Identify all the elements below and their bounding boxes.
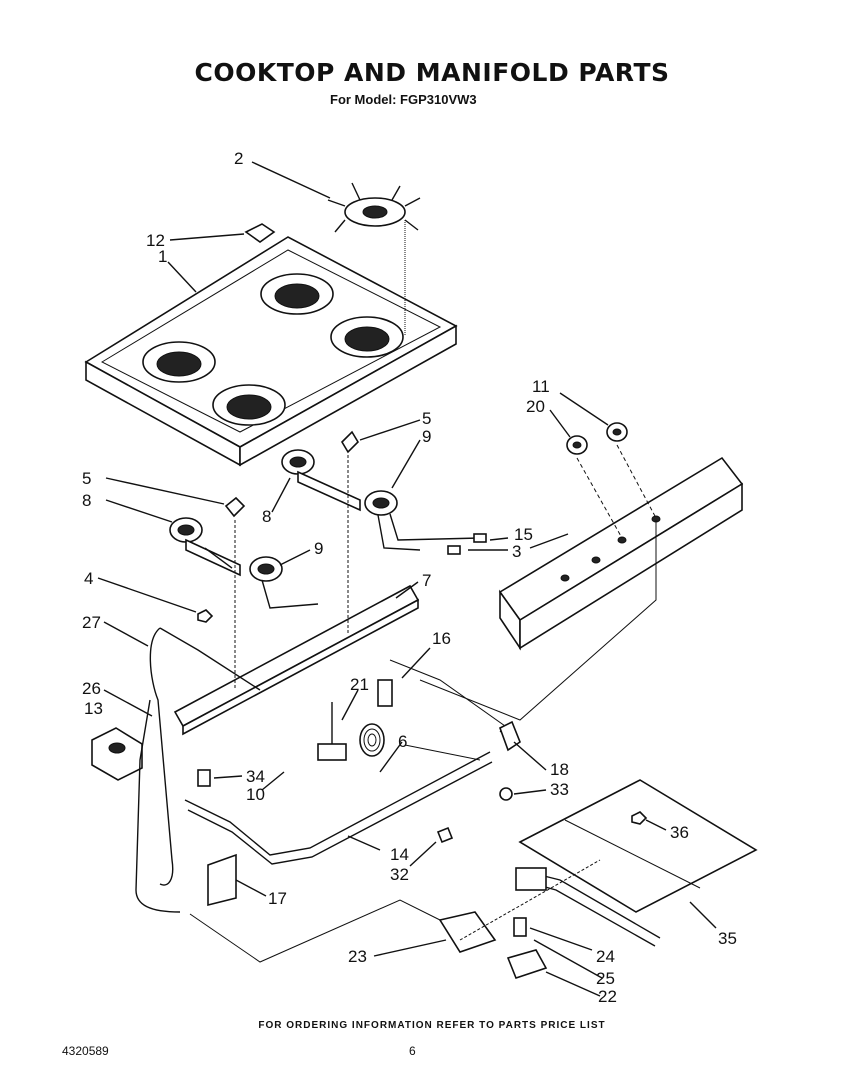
callout-33: 33	[550, 780, 569, 799]
callout-6: 6	[398, 732, 407, 751]
callout-27: 27	[82, 613, 101, 632]
part-8-burner-left	[169, 517, 241, 577]
part-17-bracket	[207, 853, 237, 907]
callout-32: 32	[390, 865, 409, 884]
part-5-bracket-right	[340, 430, 360, 454]
callout-5-right: 5	[422, 409, 431, 428]
part-21-valve	[317, 702, 347, 761]
callout-36: 36	[670, 823, 689, 842]
callout-34: 34	[246, 767, 265, 786]
callout-1: 1	[158, 247, 167, 266]
callout-25: 25	[596, 969, 615, 988]
part-20-knob	[566, 435, 588, 455]
callout-3: 3	[512, 542, 521, 561]
callout-labels: 1 2 3 4 5 5 6 7 8 8 9 9 10 11 12 13 14 1…	[82, 149, 737, 1006]
part-3-orifices	[447, 533, 487, 555]
page-title: COOKTOP AND MANIFOLD PARTS	[194, 58, 670, 87]
part-36-nut	[631, 811, 648, 825]
part-6-coil	[359, 723, 385, 757]
callout-4: 4	[84, 569, 93, 588]
callout-35: 35	[718, 929, 737, 948]
part-9-burner-left	[204, 547, 319, 609]
callout-26: 26	[82, 679, 101, 698]
part-7-manifold-bracket	[173, 455, 420, 736]
callout-5-left: 5	[82, 469, 91, 488]
callout-15: 15	[514, 525, 533, 544]
callout-14: 14	[390, 845, 409, 864]
callout-7: 7	[422, 571, 431, 590]
part-25-clip	[513, 917, 527, 937]
callout-18: 18	[550, 760, 569, 779]
part-27-tube	[149, 627, 174, 886]
part-2-burner-grate	[327, 182, 421, 335]
model-subtitle: For Model: FGP310VW3	[330, 92, 477, 107]
callout-12: 12	[146, 231, 165, 250]
part-32-screw	[436, 826, 454, 844]
part-13-pressure-regulator	[91, 727, 143, 781]
part-35-broiler-shield	[518, 779, 758, 913]
cooktop-panel	[84, 236, 458, 467]
callout-10: 10	[246, 785, 265, 804]
part-11-knob	[606, 422, 628, 442]
part-34-spacer	[197, 769, 211, 787]
callout-8-right: 8	[262, 507, 271, 526]
part-33-screw	[499, 787, 513, 801]
part-18-bracket	[499, 720, 521, 752]
part-12-clip	[244, 223, 276, 243]
callout-9-right: 9	[422, 427, 431, 446]
callout-20: 20	[526, 397, 545, 416]
callout-23: 23	[348, 947, 367, 966]
part-9-burner-right	[364, 490, 481, 551]
part-5-bracket-left	[224, 496, 246, 518]
part-4-nut	[197, 609, 214, 623]
document-number: 4320589	[62, 1044, 109, 1058]
part-14-main-tube	[184, 751, 491, 856]
callout-16: 16	[432, 629, 451, 648]
callout-leaders	[97, 161, 717, 997]
callout-13: 13	[84, 699, 103, 718]
ordering-note: FOR ORDERING INFORMATION REFER TO PARTS …	[258, 1020, 606, 1031]
callout-21: 21	[350, 675, 369, 694]
part-26-tube	[135, 699, 181, 913]
part-24-broiler-burner	[515, 867, 661, 947]
callout-17: 17	[268, 889, 287, 908]
callout-22: 22	[598, 987, 617, 1006]
callout-8-left: 8	[82, 491, 91, 510]
callout-11: 11	[532, 377, 550, 396]
part-22-bracket	[506, 949, 548, 979]
callout-2: 2	[234, 149, 243, 168]
page-number: 6	[409, 1044, 416, 1058]
part-23-ignitor	[438, 911, 497, 953]
callout-24: 24	[596, 947, 615, 966]
part-8-burner-right	[281, 449, 361, 512]
part-16-switch	[377, 679, 393, 707]
callout-9-left: 9	[314, 539, 323, 558]
part-15-control-panel	[498, 456, 744, 651]
